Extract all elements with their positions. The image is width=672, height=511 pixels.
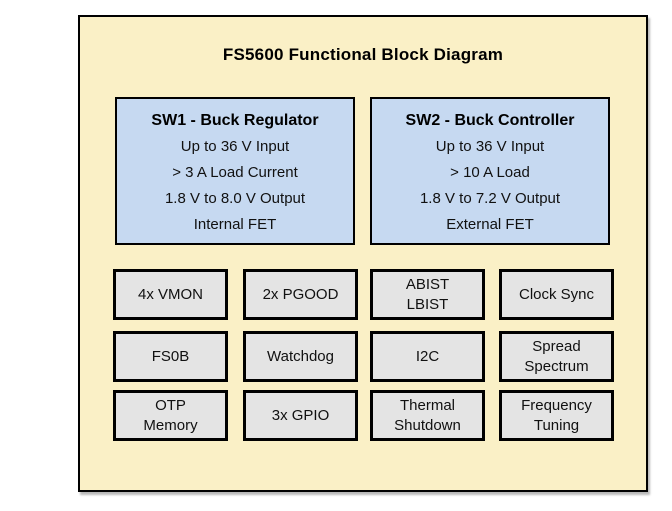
sw2-block-line: External FET [446,216,534,233]
sw1-block-line: Internal FET [193,216,277,233]
sw2-block-line: 1.8 V to 7.2 V Output [419,190,561,207]
sw2-buck-controller-block: SW2 - Buck Controller Up to 36 V Input >… [370,97,610,245]
block-3x-gpio: 3x GPIO [243,390,358,441]
block-label: Frequency Tuning [521,396,592,434]
block-otp-memory: OTP Memory [113,390,228,441]
block-2x-pgood: 2x PGOOD [243,269,358,320]
sw1-block-line: > 3 A Load Current [172,164,298,181]
diagram-frame: FS5600 Functional Block Diagram SW1 - Bu… [78,15,648,492]
sw2-block-title: SW2 - Buck Controller [405,112,575,129]
block-label: Clock Sync [518,285,595,303]
block-label: Thermal Shutdown [394,396,461,434]
block-label: FS0B [151,347,190,365]
block-label: 2x PGOOD [262,285,339,303]
block-4x-vmon: 4x VMON [113,269,228,320]
block-label: ABIST LBIST [405,275,450,313]
block-abist-lbist: ABIST LBIST [370,269,485,320]
diagram-title: FS5600 Functional Block Diagram [222,45,504,64]
sw1-block-line: Up to 36 V Input [180,138,290,155]
sw1-buck-regulator-block: SW1 - Buck Regulator Up to 36 V Input > … [115,97,355,245]
sw1-block-title: SW1 - Buck Regulator [151,112,319,129]
block-label: OTP Memory [143,396,198,434]
block-spread-spectrum: Spread Spectrum [499,331,614,382]
block-label: I2C [415,347,440,365]
block-label: Spread Spectrum [524,337,589,375]
block-i2c: I2C [370,331,485,382]
block-label: 4x VMON [137,285,203,303]
block-fs0b: FS0B [113,331,228,382]
block-label: 3x GPIO [271,406,330,424]
block-label: Watchdog [267,347,334,365]
sw1-block-line: 1.8 V to 8.0 V Output [164,190,306,207]
block-thermal-shutdown: Thermal Shutdown [370,390,485,441]
sw2-block-line: > 10 A Load [450,164,530,181]
sw2-block-line: Up to 36 V Input [435,138,545,155]
block-watchdog: Watchdog [243,331,358,382]
block-frequency-tuning: Frequency Tuning [499,390,614,441]
block-clock-sync: Clock Sync [499,269,614,320]
